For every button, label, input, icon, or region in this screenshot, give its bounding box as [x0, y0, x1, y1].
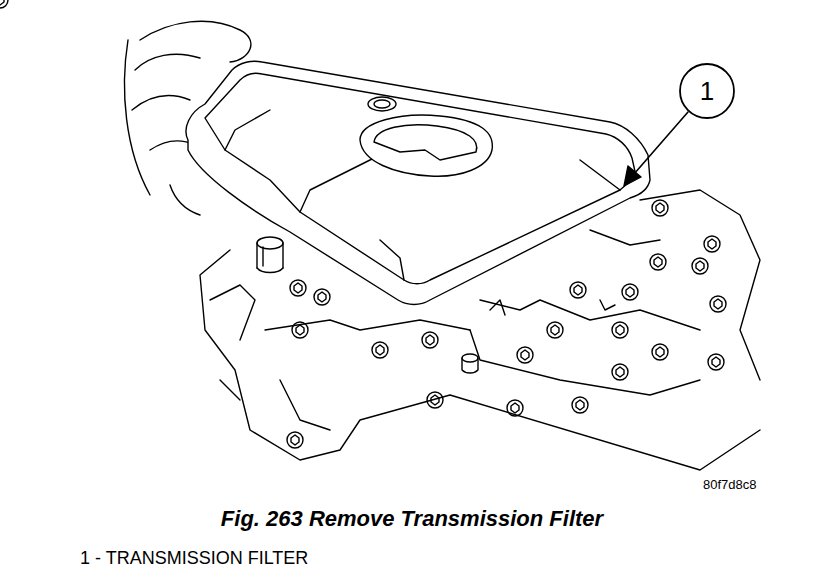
figure-caption: Fig. 263 Remove Transmission Filter: [221, 506, 603, 532]
bolt-heads: [0, 0, 726, 448]
leader-arrow: [624, 112, 688, 186]
transmission-filter: [186, 61, 650, 304]
callout-number: 1: [678, 62, 736, 120]
part-key: 1 - TRANSMISSION FILTER: [80, 548, 308, 569]
figure-id: 80f7d8c8: [703, 477, 757, 492]
callout-circle: 1: [678, 62, 736, 120]
